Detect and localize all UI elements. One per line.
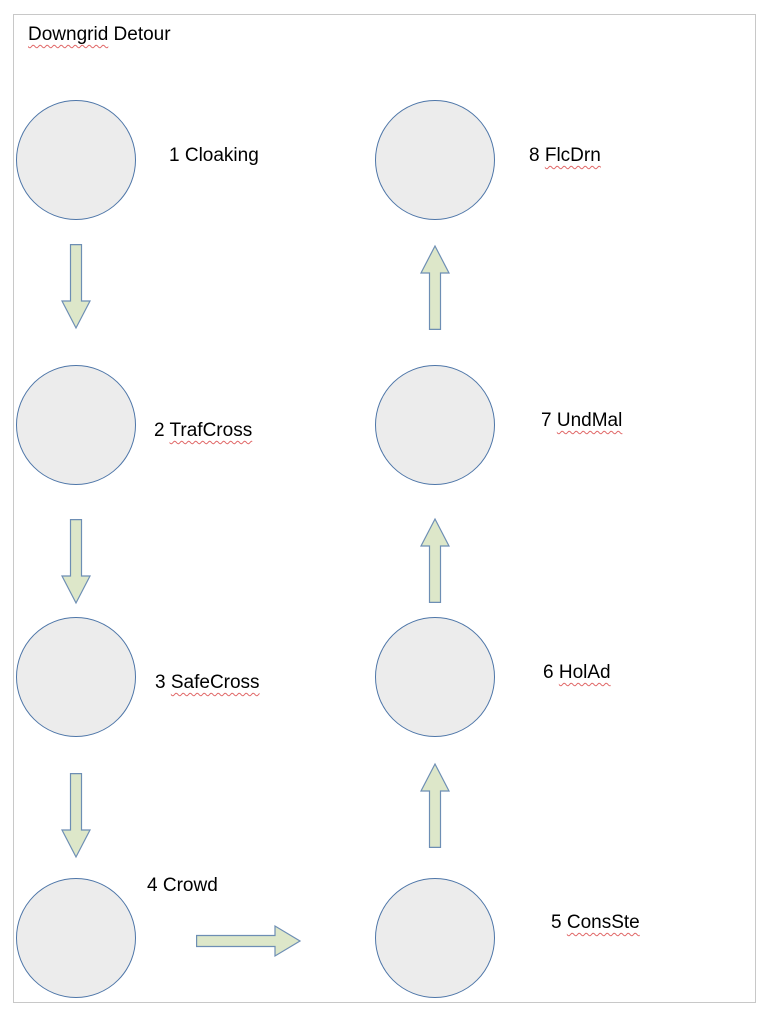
- node-number: 3: [155, 672, 166, 693]
- node-number: 2: [154, 420, 165, 441]
- node-number: 4: [147, 875, 158, 896]
- arrow-up-5-to-6[interactable]: [420, 762, 450, 849]
- arrow-up-6-to-7[interactable]: [420, 517, 450, 604]
- node-circle-3[interactable]: [16, 617, 136, 737]
- node-number: 7: [541, 410, 552, 431]
- node-number: 1: [169, 145, 180, 166]
- arrow-down-1-to-2[interactable]: [61, 244, 91, 330]
- node-circle-8[interactable]: [375, 100, 495, 220]
- node-circle-5[interactable]: [375, 878, 495, 998]
- node-name: Cloaking: [184, 145, 259, 166]
- node-circle-7[interactable]: [375, 365, 495, 485]
- node-name: SafeCross: [170, 672, 260, 693]
- node-name: UndMal: [556, 410, 623, 431]
- node-label-7[interactable]: 7 UndMal: [541, 409, 622, 433]
- node-name: Crowd: [162, 875, 218, 896]
- node-label-5[interactable]: 5 ConsSte: [551, 911, 640, 935]
- node-circle-1[interactable]: [16, 100, 136, 220]
- arrow-down-2-to-3[interactable]: [61, 519, 91, 605]
- document-page: Downgrid Detour 1 Cloaking 2 TrafCross 3…: [13, 14, 756, 1003]
- title-word-second: Detour: [113, 24, 171, 45]
- node-number: 6: [543, 662, 554, 683]
- arrow-right-4-to-5[interactable]: [196, 924, 302, 958]
- arrow-down-3-to-4[interactable]: [61, 773, 91, 859]
- node-name: FlcDrn: [544, 145, 601, 166]
- node-name: HolAd: [558, 662, 611, 683]
- node-name: TrafCross: [169, 420, 253, 441]
- node-number: 5: [551, 912, 562, 933]
- node-circle-6[interactable]: [375, 617, 495, 737]
- node-label-1[interactable]: 1 Cloaking: [169, 144, 259, 168]
- node-circle-4[interactable]: [16, 878, 136, 998]
- node-circle-2[interactable]: [16, 365, 136, 485]
- node-label-6[interactable]: 6 HolAd: [543, 661, 611, 685]
- node-number: 8: [529, 145, 540, 166]
- arrow-up-7-to-8[interactable]: [420, 244, 450, 331]
- node-label-4[interactable]: 4 Crowd: [147, 874, 218, 898]
- node-label-8[interactable]: 8 FlcDrn: [529, 144, 601, 168]
- node-name: ConsSte: [566, 912, 640, 933]
- node-label-3[interactable]: 3 SafeCross: [155, 671, 260, 695]
- title-word-first: Downgrid: [28, 24, 109, 45]
- page-title[interactable]: Downgrid Detour: [28, 23, 171, 47]
- node-label-2[interactable]: 2 TrafCross: [154, 419, 252, 443]
